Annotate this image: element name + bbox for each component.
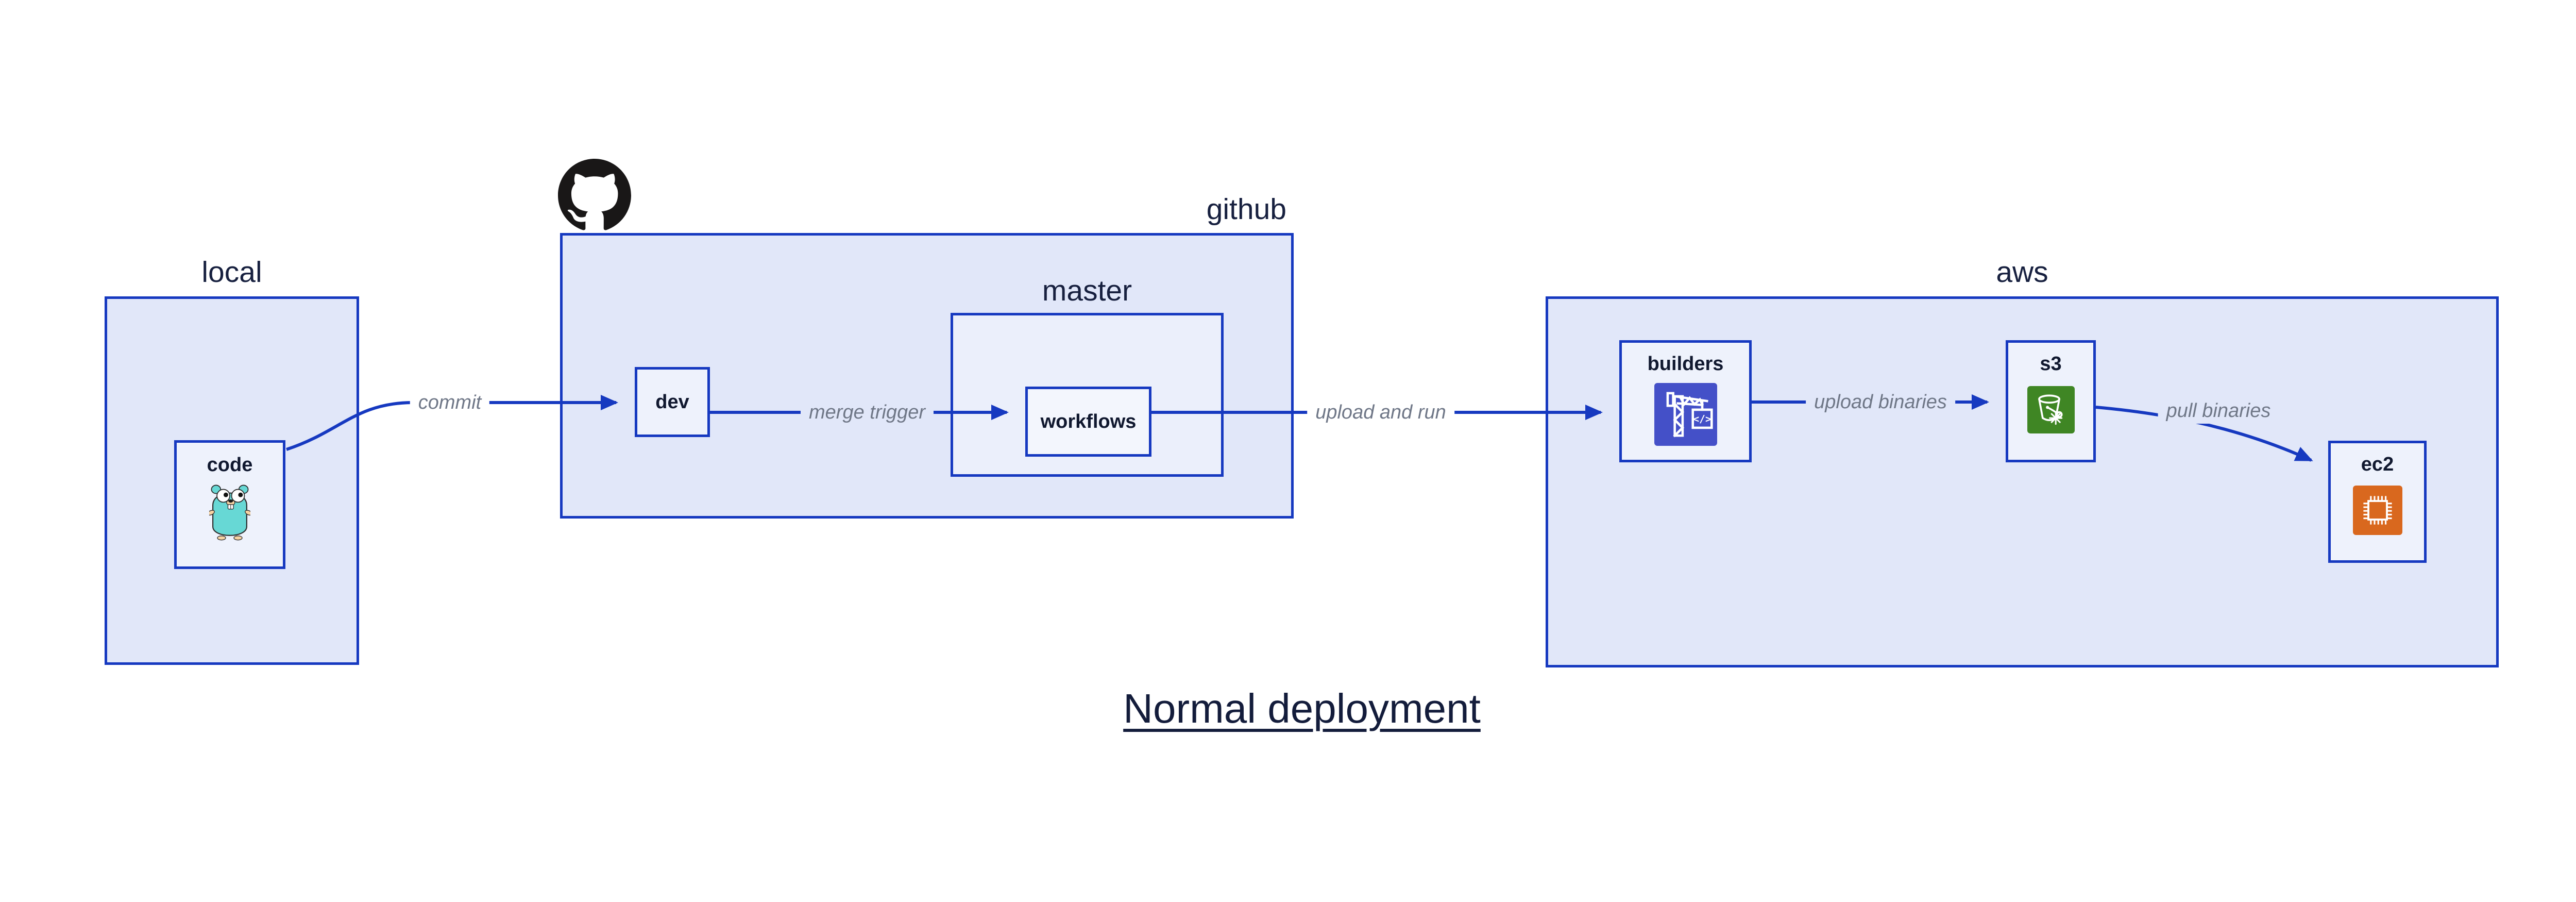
diagram-title: Normal deployment	[1123, 686, 1481, 731]
node-code-label: code	[207, 454, 253, 476]
node-builders: builders </>	[1619, 340, 1752, 462]
container-master-label: master	[1042, 274, 1132, 307]
node-workflows: workflows	[1025, 387, 1151, 457]
github-octocat-logo-icon	[558, 159, 631, 230]
aws-ec2-chip-icon	[2352, 486, 2402, 535]
aws-codebuild-icon: </>	[1654, 383, 1717, 446]
edge-commit-label: commit	[410, 390, 490, 415]
node-ec2-label: ec2	[2361, 454, 2394, 475]
node-s3-label: s3	[2040, 353, 2062, 375]
container-aws-label: aws	[1996, 256, 2048, 289]
node-dev: dev	[635, 367, 710, 437]
edge-merge-trigger-label: merge trigger	[801, 399, 934, 425]
node-workflows-label: workflows	[1040, 411, 1137, 432]
node-s3: s3	[2006, 340, 2096, 462]
edge-upload-binaries-label: upload binaries	[1806, 389, 1955, 415]
aws-s3-glacier-bucket-icon	[2027, 386, 2075, 433]
node-ec2: ec2	[2328, 441, 2427, 563]
node-code: code	[174, 440, 285, 569]
svg-text:</>: </>	[1693, 413, 1711, 425]
edge-pull-binaries-label: pull binaries	[2158, 398, 2279, 424]
node-dev-label: dev	[655, 391, 689, 413]
go-gopher-icon	[207, 483, 252, 543]
node-builders-label: builders	[1647, 353, 1724, 375]
edge-upload-and-run-label: upload and run	[1307, 399, 1454, 425]
container-github-label: github	[1206, 193, 1286, 226]
container-local-label: local	[201, 256, 262, 289]
